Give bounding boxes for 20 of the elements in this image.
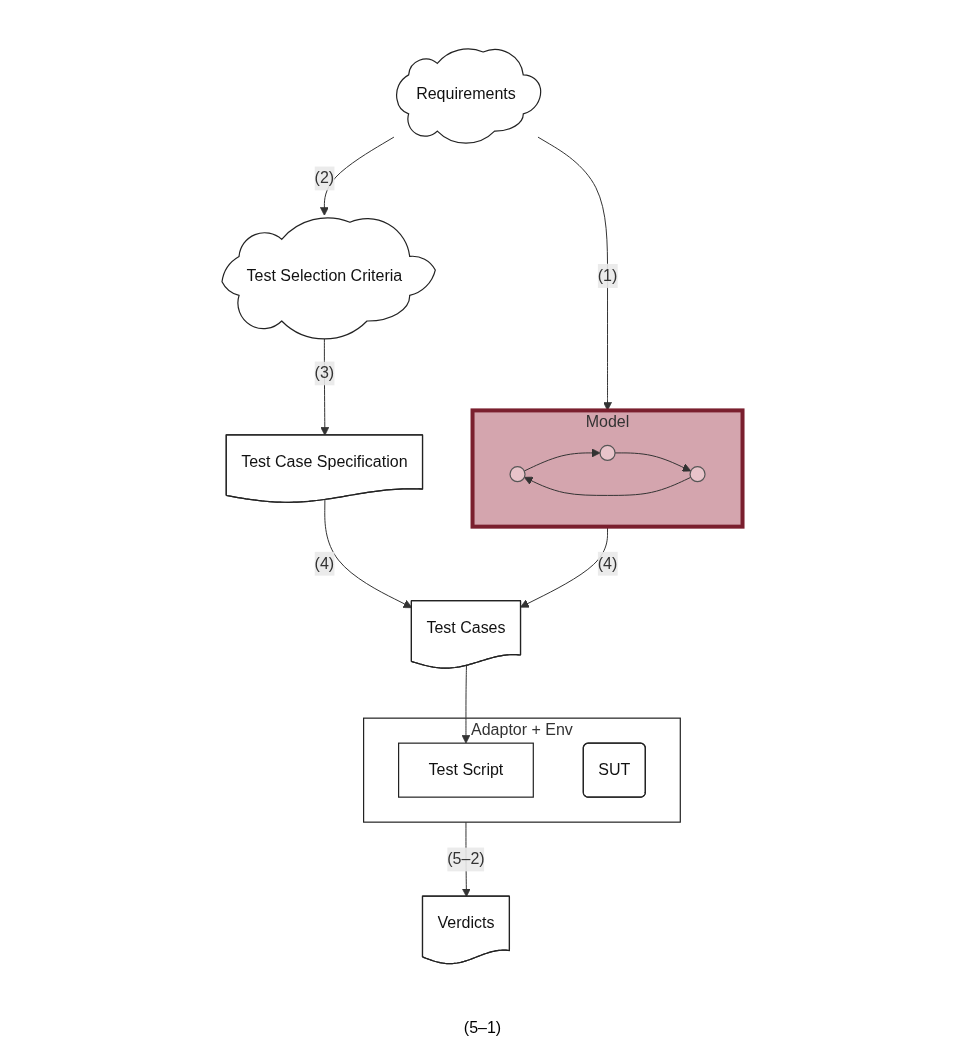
edge-label: (4) xyxy=(314,554,335,572)
arrow xyxy=(320,136,395,216)
arrow xyxy=(524,476,692,497)
arrow xyxy=(537,136,613,411)
edge-label: (1) xyxy=(597,267,618,285)
node-circle xyxy=(509,466,526,483)
edge-label: (3) xyxy=(314,364,335,382)
node-box: Test Script xyxy=(398,742,535,798)
arrow xyxy=(520,526,609,608)
arrow xyxy=(324,499,413,609)
arrow xyxy=(461,665,471,744)
edge-label: (5–2) xyxy=(447,850,485,868)
arrow xyxy=(524,448,601,472)
node-circle xyxy=(599,444,616,462)
arrow xyxy=(614,452,692,472)
edge-label: (2) xyxy=(314,169,335,187)
step-label: (5–1) xyxy=(463,1019,502,1036)
cluster: Model xyxy=(470,408,745,529)
edge-label: (4) xyxy=(597,554,618,572)
node-circle xyxy=(689,466,706,483)
